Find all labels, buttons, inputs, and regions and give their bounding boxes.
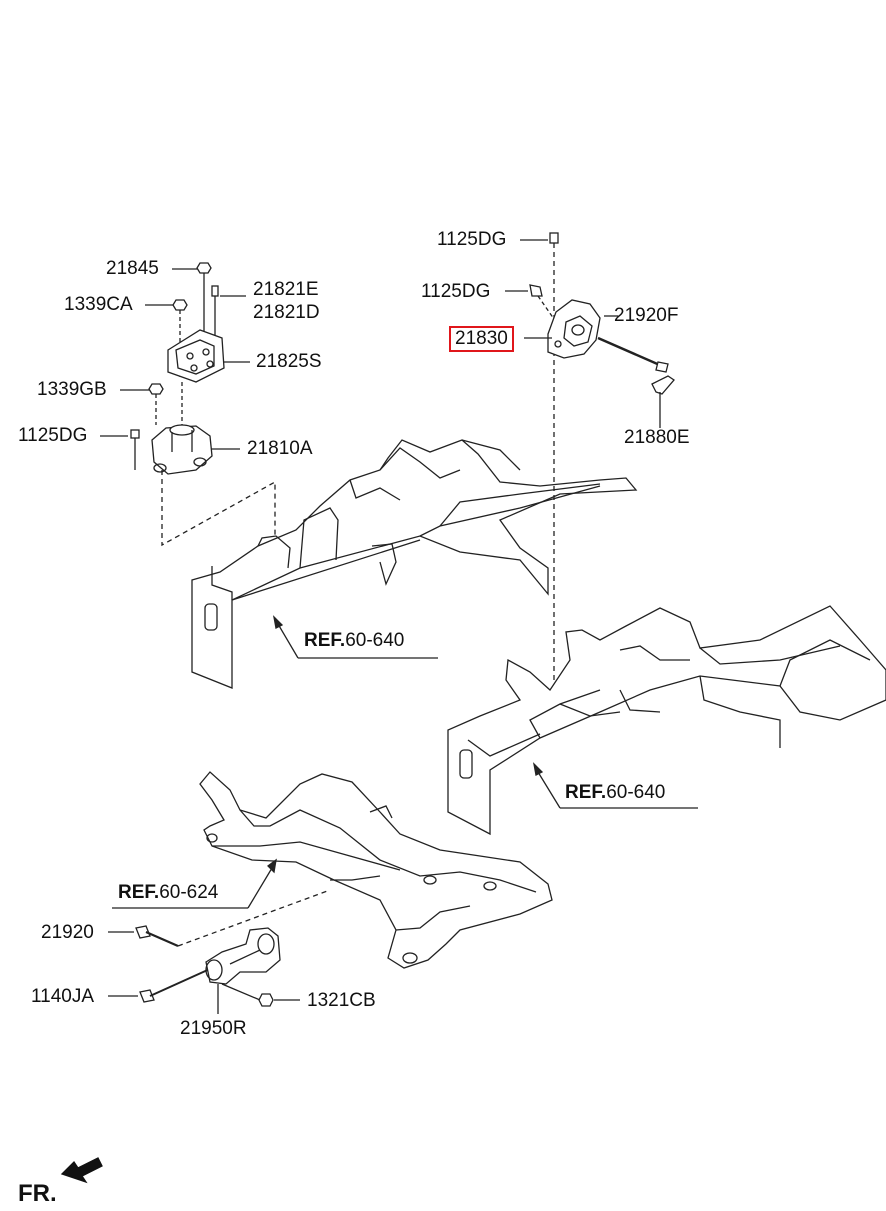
reference-prefix: REF.: [118, 882, 160, 903]
reference-number: 60-624: [159, 882, 219, 903]
part-label-21810A[interactable]: 21810A: [247, 438, 313, 459]
part-label-1339CA[interactable]: 1339CA: [64, 294, 133, 315]
sub-frame: [199, 771, 553, 969]
reference-number: 60-640: [345, 630, 405, 651]
engine-mount-left-assembly[interactable]: [100, 262, 276, 547]
part-label-21880E[interactable]: 21880E: [624, 427, 690, 448]
part-label-21830-highlighted[interactable]: 21830: [449, 326, 514, 352]
front-direction-arrow-icon: [60, 1157, 103, 1184]
reference-60-624[interactable]: REF.60-624: [118, 882, 218, 904]
part-label-21821E[interactable]: 21821E: [253, 279, 319, 300]
reference-prefix: REF.: [304, 630, 346, 651]
reference-60-640-lower[interactable]: REF.60-640: [565, 782, 665, 804]
part-label-1125DG-mid[interactable]: 1125DG: [421, 281, 491, 302]
front-direction-label: FR.: [18, 1180, 57, 1207]
front-side-member-lower: [447, 605, 886, 836]
part-label-21821D[interactable]: 21821D: [253, 302, 320, 323]
part-label-1125DG-left[interactable]: 1125DG: [18, 425, 88, 446]
reference-number: 60-640: [606, 782, 666, 803]
part-label-1125DG-top[interactable]: 1125DG: [437, 229, 507, 250]
part-label-1339GB[interactable]: 1339GB: [37, 379, 107, 400]
reference-prefix: REF.: [565, 782, 607, 803]
part-label-21950R[interactable]: 21950R: [180, 1018, 247, 1039]
part-label-1140JA[interactable]: 1140JA: [31, 986, 95, 1007]
part-label-21920F[interactable]: 21920F: [614, 305, 679, 326]
front-side-member-upper: [191, 439, 638, 689]
roll-rod-mount-21950R[interactable]: [108, 889, 331, 1014]
part-label-21920[interactable]: 21920: [41, 922, 94, 943]
part-label-21845[interactable]: 21845: [106, 258, 159, 279]
reference-60-640-upper[interactable]: REF.60-640: [304, 630, 404, 652]
transmission-mount-21830[interactable]: [505, 232, 675, 700]
part-label-1321CB[interactable]: 1321CB: [307, 990, 376, 1011]
part-label-21825S[interactable]: 21825S: [256, 351, 322, 372]
